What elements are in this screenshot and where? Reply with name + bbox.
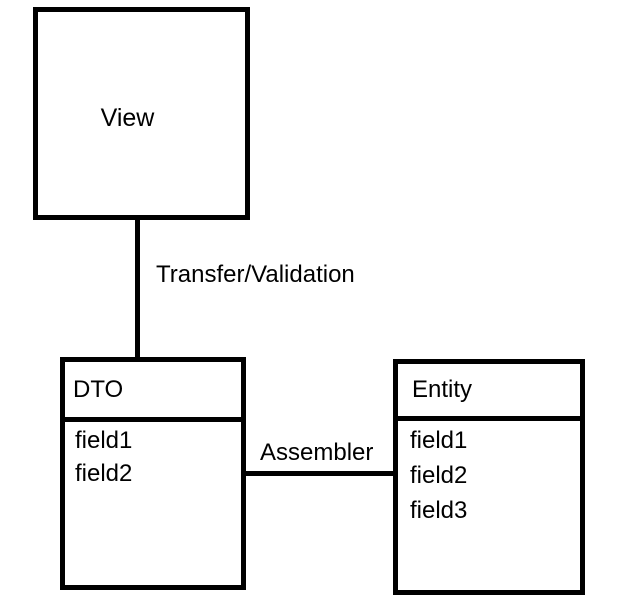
entity-field: field2 [410, 462, 468, 489]
view-dto-connector-line [135, 220, 140, 357]
entity-class-title: Entity [398, 364, 580, 421]
view-box-label: View [100, 104, 155, 132]
dto-entity-connector-line [246, 471, 393, 476]
entity-class-box: Entity field1 field2 field3 [393, 359, 585, 595]
dto-field: field1 [75, 427, 133, 454]
entity-field: field1 [410, 427, 468, 454]
view-box: View [33, 7, 250, 220]
dto-class-box: DTO field1 field2 [60, 357, 246, 590]
transfer-validation-label: Transfer/Validation [156, 261, 355, 288]
dto-fields-section: field1 field2 [65, 422, 241, 490]
dto-field: field2 [75, 460, 133, 487]
entity-field: field3 [410, 497, 468, 524]
assembler-label: Assembler [260, 439, 374, 466]
entity-fields-section: field1 field2 field3 [398, 421, 580, 528]
dto-class-title: DTO [65, 362, 241, 422]
